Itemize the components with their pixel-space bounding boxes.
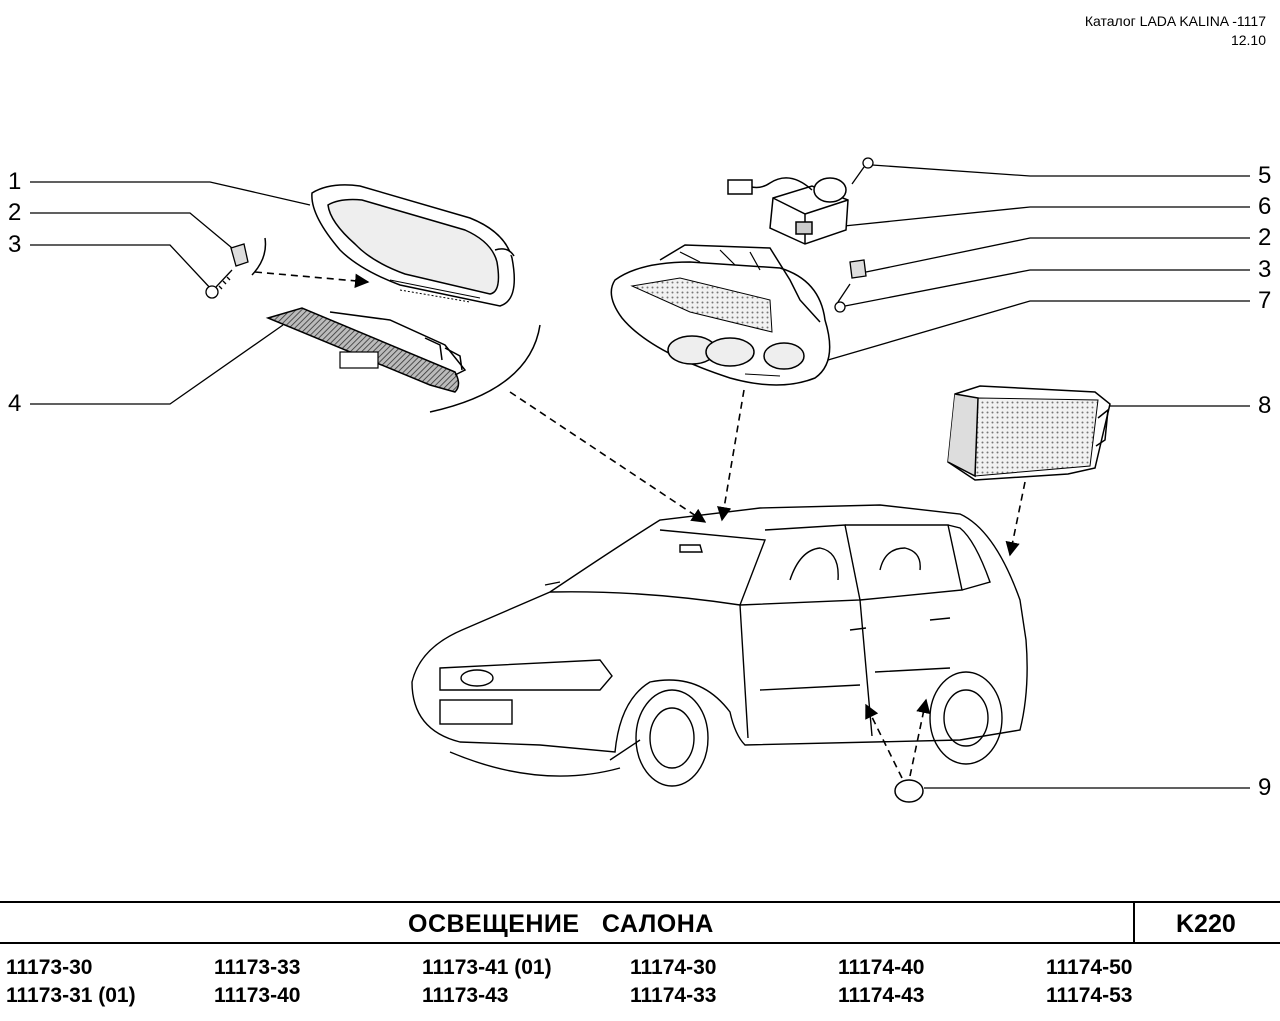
callout-5: 5 — [1258, 162, 1272, 189]
arrow-front-to-car — [509, 391, 707, 523]
leader-2-left — [30, 212, 233, 249]
leader-7 — [827, 300, 1250, 361]
leader-2-right — [865, 237, 1250, 273]
callout-6: 6 — [1258, 193, 1272, 220]
model-code: 11174-33 — [630, 984, 717, 1007]
part-3-screw-left — [205, 269, 233, 299]
model-code: 11173-40 — [214, 984, 301, 1007]
model-code: 11173-43 — [422, 984, 509, 1007]
part-8-side-lamp — [947, 385, 1111, 481]
callout-8: 8 — [1258, 392, 1272, 419]
leader-6 — [843, 206, 1250, 227]
model-code: 11174-53 — [1046, 984, 1133, 1007]
part-1-lamp-housing — [311, 184, 515, 307]
arrow-side-lamp-to-car — [1005, 481, 1026, 557]
callout-3-left: 3 — [8, 231, 22, 258]
parts-diagram — [30, 157, 1250, 803]
part-5-screw — [851, 157, 874, 185]
leader-1 — [30, 181, 311, 206]
model-code: 11174-40 — [838, 956, 925, 979]
car-outline — [411, 504, 1028, 787]
leader-3-left — [30, 244, 213, 291]
title-bar: ОСВЕЩЕНИЕ САЛОНА K220 — [0, 901, 1280, 944]
callout-1: 1 — [8, 168, 22, 195]
part-4-lens — [265, 307, 467, 393]
callout-9: 9 — [1258, 774, 1272, 801]
callout-3-right: 3 — [1258, 256, 1272, 283]
part-3-screw-right — [834, 283, 851, 313]
model-code: 11173-31 (01) — [6, 984, 136, 1007]
leader-4 — [30, 324, 284, 405]
part-7-ceiling-console — [610, 244, 831, 386]
callout-7: 7 — [1258, 287, 1272, 314]
model-code: 11173-41 (01) — [422, 956, 552, 979]
leader-3-right — [844, 269, 1250, 307]
part-2-clip-right — [849, 259, 867, 279]
model-code: 11174-43 — [838, 984, 925, 1007]
title-divider — [1133, 903, 1135, 942]
arrow-housing-to-lens — [254, 271, 370, 289]
callout-4: 4 — [8, 390, 22, 417]
part-9-plug — [894, 779, 924, 803]
catalog-header: Каталог LADA KALINA -1117 12.10 — [1085, 12, 1266, 50]
callout-2-right: 2 — [1258, 224, 1272, 251]
guide-arc-top — [251, 237, 267, 276]
part-2-clip-left — [230, 243, 249, 267]
section-title: ОСВЕЩЕНИЕ САЛОНА — [408, 910, 714, 938]
section-code: K220 — [1176, 910, 1236, 938]
model-code: 11173-33 — [214, 956, 301, 979]
model-code: 11174-30 — [630, 956, 717, 979]
guide-arc-bottom — [429, 324, 541, 413]
callout-2-left: 2 — [8, 199, 22, 226]
leader-5 — [871, 164, 1250, 177]
arrow-console-to-car — [717, 389, 745, 522]
catalog-title: Каталог LADA KALINA -1117 — [1084, 13, 1266, 29]
part-6-lamp-module — [727, 177, 849, 245]
arrow-plug-to-sill-2 — [909, 698, 931, 777]
catalog-date: 12.10 — [1230, 32, 1266, 48]
model-code: 11174-50 — [1046, 956, 1133, 979]
model-code: 11173-30 — [6, 956, 93, 979]
